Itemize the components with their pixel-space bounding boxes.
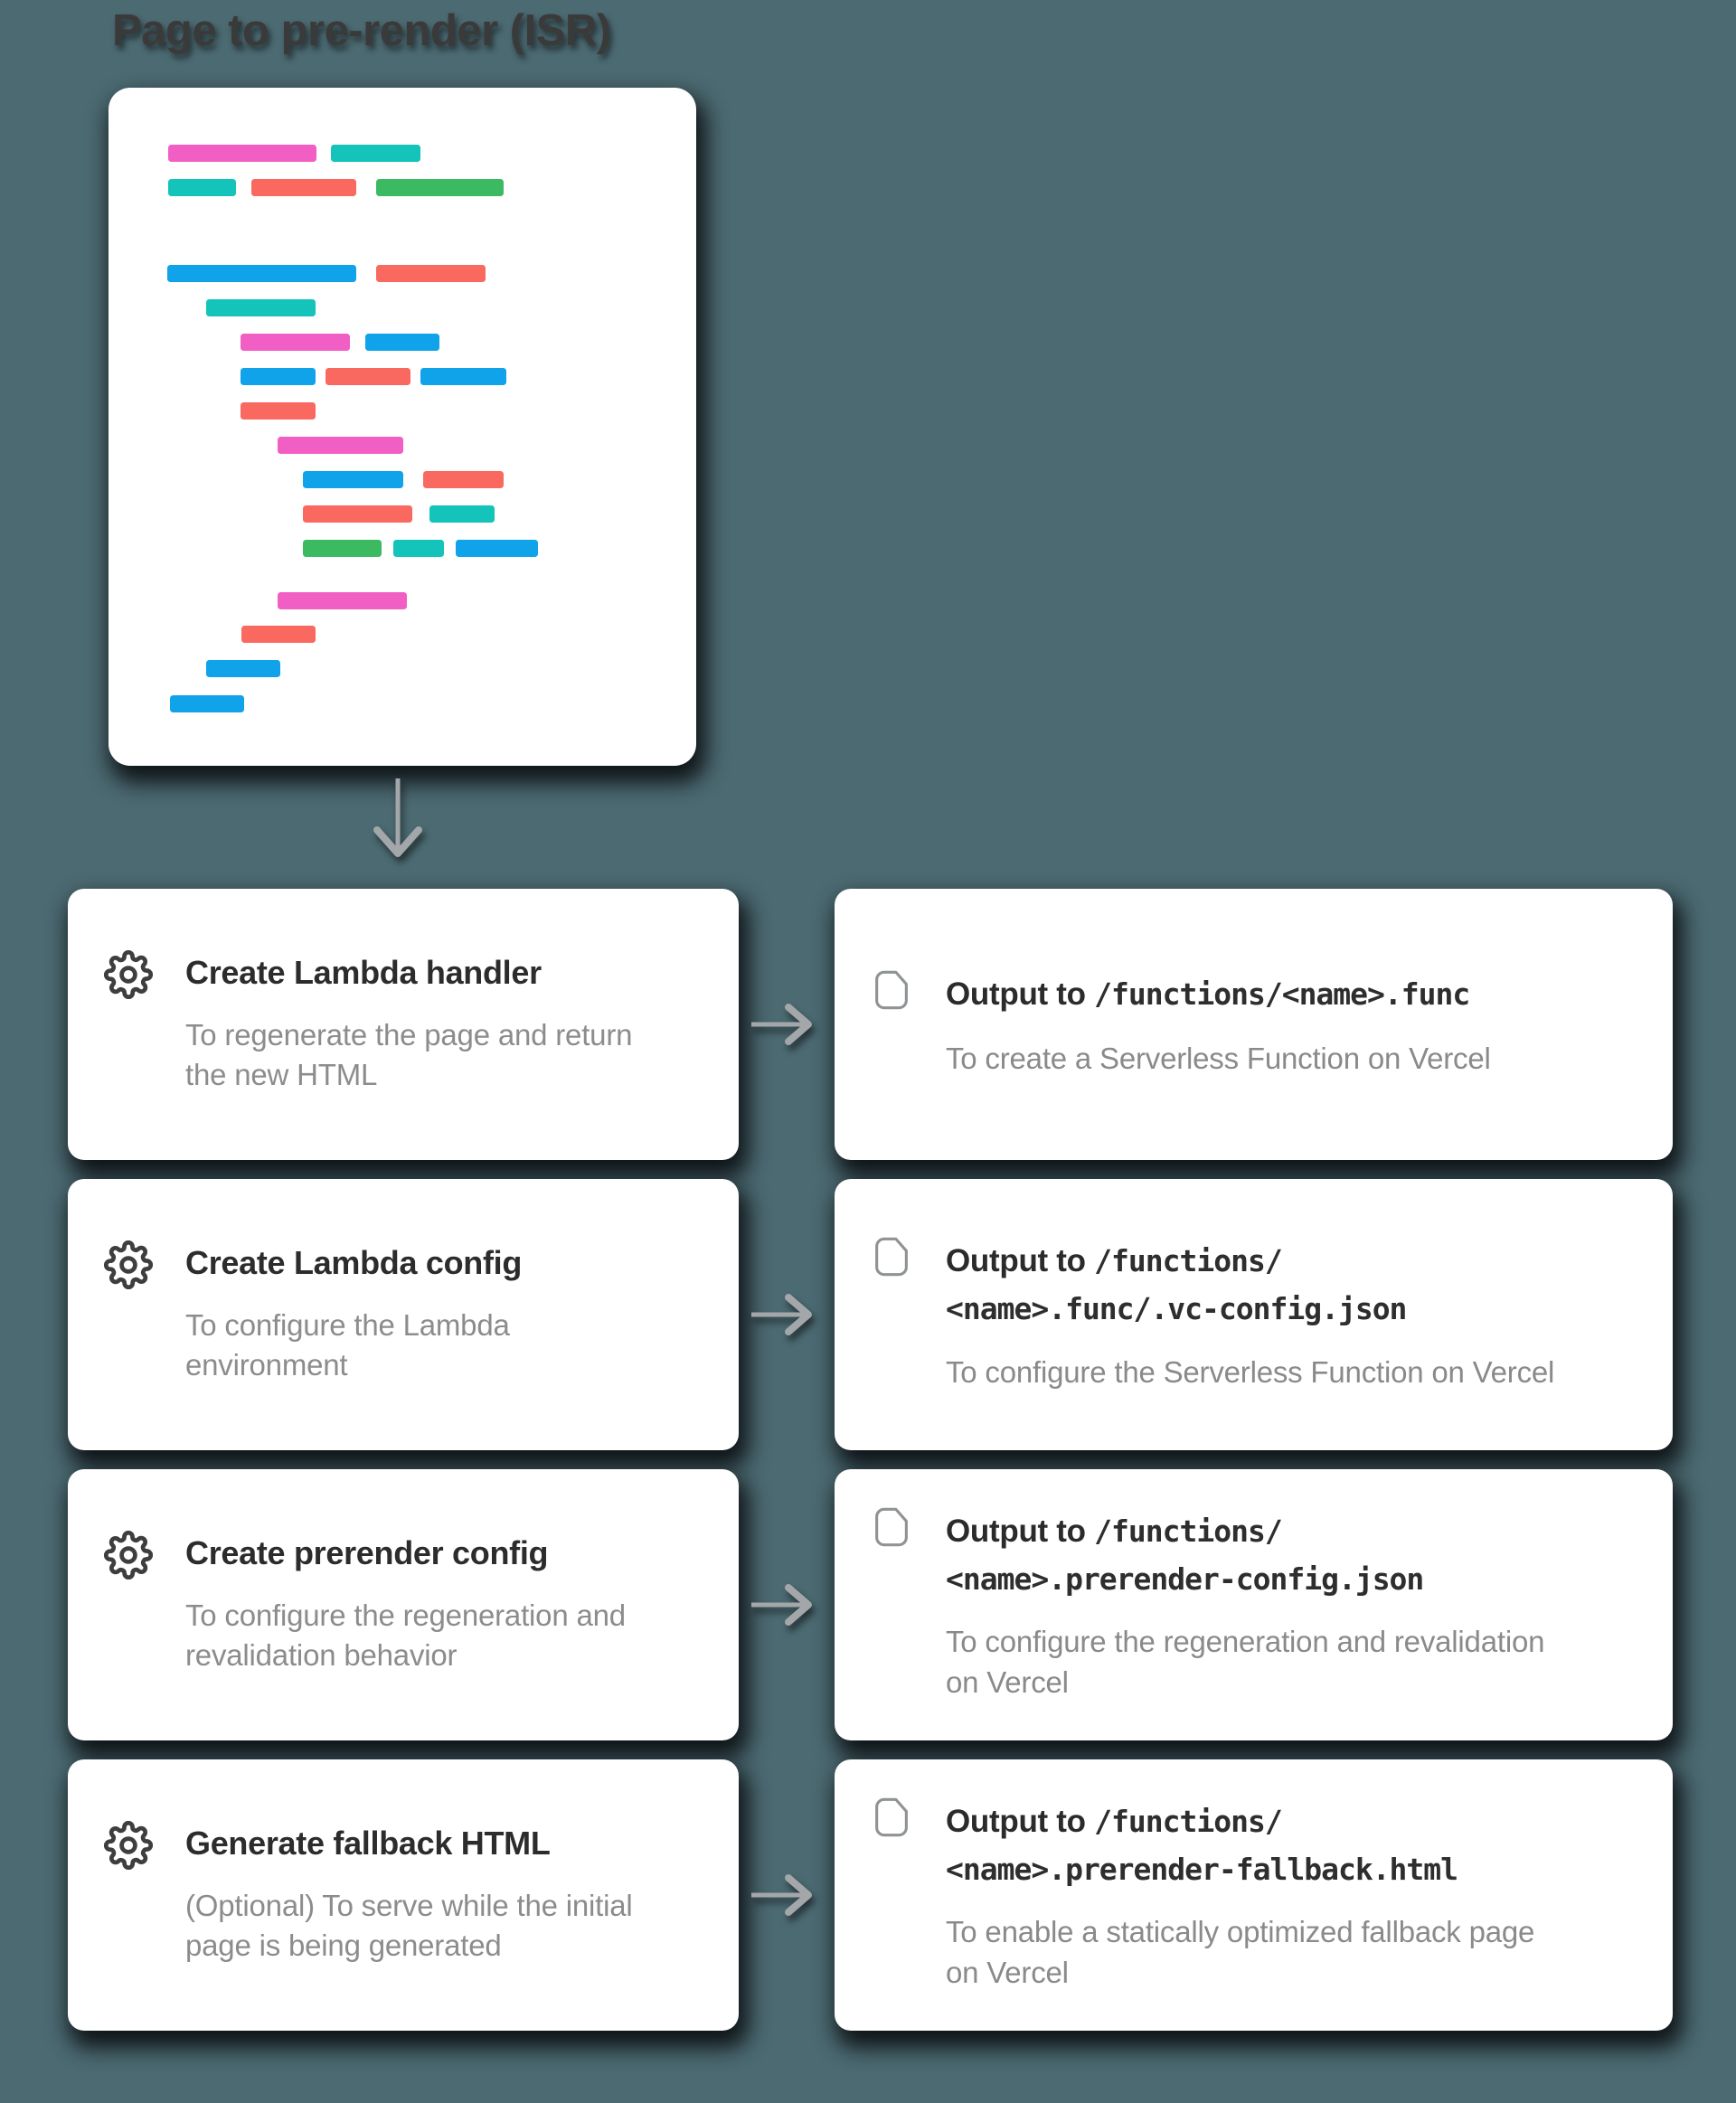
step-title: Generate fallback HTML bbox=[185, 1824, 551, 1862]
step-title: Create Lambda config bbox=[185, 1243, 523, 1281]
code-bar bbox=[326, 368, 410, 385]
step-title: Create Lambda handler bbox=[185, 953, 542, 991]
output-path-line1: /functions/ bbox=[1094, 1804, 1283, 1840]
code-bar bbox=[167, 265, 356, 282]
code-bar bbox=[456, 540, 538, 557]
page-title: Page to pre-render (ISR) bbox=[112, 6, 611, 55]
step-card-create-prerender-config: Create prerender config To configure the… bbox=[68, 1469, 739, 1740]
step-description: To regenerate the page and return the ne… bbox=[185, 1017, 633, 1091]
code-bar bbox=[376, 179, 504, 196]
output-path-line1: /functions/ bbox=[1094, 1243, 1283, 1279]
code-bar bbox=[376, 265, 486, 282]
gear-icon bbox=[104, 1530, 153, 1580]
code-bar bbox=[303, 505, 412, 523]
code-bar bbox=[420, 368, 506, 385]
gear-icon bbox=[104, 1820, 153, 1870]
code-bar bbox=[241, 368, 316, 385]
output-card-func: Output to /functions/<name>.func To crea… bbox=[835, 889, 1673, 1160]
file-icon bbox=[875, 1237, 908, 1277]
output-title: Output to /functions/ <name>.prerender-fa… bbox=[946, 1797, 1561, 1892]
code-bar bbox=[303, 471, 403, 488]
file-icon bbox=[875, 1797, 908, 1837]
step-card-generate-fallback-html: Generate fallback HTML (Optional) To ser… bbox=[68, 1759, 739, 2031]
arrow-right-icon bbox=[751, 1874, 812, 1916]
file-icon bbox=[875, 1507, 908, 1547]
step-title: Create prerender config bbox=[185, 1533, 549, 1571]
output-description: To configure the regeneration and revali… bbox=[946, 1625, 1545, 1699]
output-path-line1: /functions/ bbox=[1094, 1514, 1283, 1550]
code-bar bbox=[429, 505, 495, 523]
arrow-down-icon bbox=[373, 778, 422, 857]
output-path-line1: /functions/<name>.func bbox=[1094, 976, 1470, 1012]
code-bar bbox=[393, 540, 444, 557]
code-bar bbox=[206, 299, 316, 316]
output-path-line2: <name>.prerender-config.json bbox=[946, 1561, 1424, 1598]
output-card-prerender-config: Output to /functions/ <name>.prerender-co… bbox=[835, 1469, 1673, 1740]
output-title-prefix: Output to bbox=[946, 1804, 1095, 1840]
output-title-prefix: Output to bbox=[946, 1514, 1095, 1550]
output-description: To enable a statically optimized fallbac… bbox=[946, 1915, 1535, 1989]
arrow-right-icon bbox=[751, 1584, 812, 1626]
page-code-card bbox=[108, 88, 696, 766]
code-bar bbox=[170, 695, 244, 712]
code-bar bbox=[168, 179, 236, 196]
code-bar bbox=[251, 179, 356, 196]
code-bar bbox=[278, 437, 403, 454]
code-bar bbox=[423, 471, 504, 488]
code-bar bbox=[168, 145, 316, 162]
output-title-prefix: Output to bbox=[946, 976, 1095, 1012]
arrow-right-icon bbox=[751, 1294, 812, 1335]
step-card-create-lambda-handler: Create Lambda handler To regenerate the … bbox=[68, 889, 739, 1160]
output-path-line2: <name>.func/.vc-config.json bbox=[946, 1291, 1407, 1327]
code-bar bbox=[365, 334, 439, 351]
code-bar bbox=[278, 592, 407, 609]
code-bar bbox=[241, 626, 316, 643]
code-bar bbox=[331, 145, 420, 162]
step-description: To configure the regeneration and revali… bbox=[185, 1598, 626, 1672]
file-icon bbox=[875, 970, 908, 1009]
code-bar bbox=[241, 334, 350, 351]
code-bar bbox=[303, 540, 382, 557]
arrow-right-icon bbox=[751, 1004, 812, 1045]
step-card-create-lambda-config: Create Lambda config To configure the La… bbox=[68, 1179, 739, 1450]
output-title-prefix: Output to bbox=[946, 1243, 1095, 1279]
gear-icon bbox=[104, 1240, 153, 1289]
code-bar bbox=[206, 660, 280, 677]
output-path-line2: <name>.prerender-fallback.html bbox=[946, 1852, 1458, 1888]
step-description: (Optional) To serve while the initial pa… bbox=[185, 1888, 633, 1962]
output-description: To create a Serverless Function on Verce… bbox=[946, 1042, 1491, 1076]
step-description: To configure the Lambda environment bbox=[185, 1307, 510, 1382]
output-card-vc-config: Output to /functions/ <name>.func/.vc-con… bbox=[835, 1179, 1673, 1450]
output-card-prerender-fallback: Output to /functions/ <name>.prerender-fa… bbox=[835, 1759, 1673, 2031]
output-title: Output to /functions/ <name>.prerender-co… bbox=[946, 1507, 1561, 1602]
output-title: Output to /functions/ <name>.func/.vc-con… bbox=[946, 1237, 1554, 1332]
output-description: To configure the Serverless Function on … bbox=[946, 1354, 1555, 1389]
gear-icon bbox=[104, 949, 153, 999]
output-title: Output to /functions/<name>.func bbox=[946, 970, 1491, 1019]
code-bar bbox=[241, 402, 316, 420]
